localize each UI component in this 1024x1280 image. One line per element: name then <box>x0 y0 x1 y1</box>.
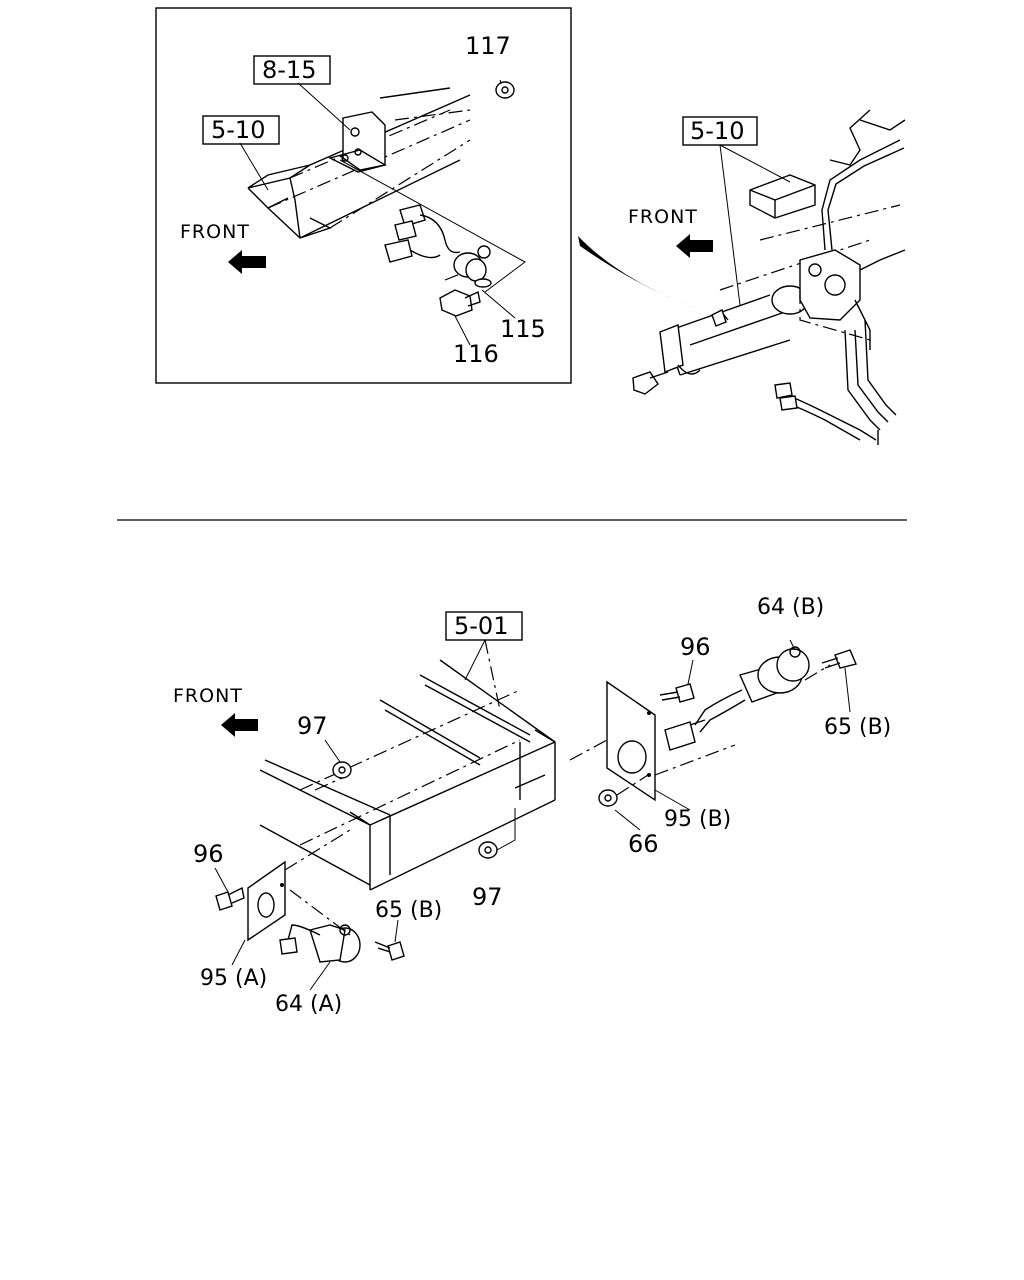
part-97-top-label: 97 <box>297 712 328 740</box>
bolt-96-right <box>659 683 695 703</box>
part-66-label: 66 <box>628 830 659 858</box>
ref-box-5-01 <box>445 611 523 641</box>
frame-5-01 <box>259 659 556 891</box>
front-arrow-main <box>676 234 713 258</box>
nut-117 <box>495 81 515 99</box>
ref-box-8-15 <box>253 55 331 85</box>
switch-64-b <box>664 646 810 751</box>
ref-box-5-10-main <box>682 116 758 146</box>
ref-box-5-10-inset <box>202 115 280 145</box>
part-95-a-label: 95 (A) <box>200 966 267 991</box>
switch-64-a <box>279 924 361 963</box>
switch-assembly <box>384 204 492 288</box>
part-95-b-label: 95 (B) <box>664 807 731 832</box>
bolt-65-b-low <box>374 941 405 961</box>
plate-95-b <box>606 680 656 802</box>
frame-rail-5-10 <box>247 87 471 239</box>
bolt-96-left <box>215 886 245 911</box>
part-64-a-label: 64 (A) <box>275 992 342 1017</box>
bracket-8-15 <box>328 111 387 173</box>
ref-5-10-main-label: 5-10 <box>690 117 744 145</box>
part-117-label: 117 <box>465 32 511 60</box>
bottom-section: 5-01 FRONT 97 96 95 (A) 64 (A) 65 (B) 97… <box>173 595 891 1017</box>
plate-95-a <box>247 860 286 942</box>
part-97-low-label: 97 <box>472 883 503 911</box>
bolt-65-b-right <box>821 649 857 669</box>
ref-5-01-label: 5-01 <box>454 612 508 640</box>
part-115-label: 115 <box>500 315 546 343</box>
front-arrow-inset <box>228 250 266 274</box>
front-label-inset: FRONT <box>180 221 250 243</box>
part-96-left-label: 96 <box>193 840 224 868</box>
ref-5-10-inset-label: 5-10 <box>211 116 265 144</box>
ref-8-15-label: 8-15 <box>262 56 316 84</box>
nut-66 <box>598 789 618 807</box>
part-64-b-label: 64 (B) <box>757 595 824 620</box>
part-65-b-low-label: 65 (B) <box>375 898 442 923</box>
inset-detail: 8-15 5-10 FRONT 117 115 116 <box>155 7 572 384</box>
main-view-top: 5-10 FRONT <box>628 109 906 445</box>
part-116-label: 116 <box>453 340 499 368</box>
front-label-bottom: FRONT <box>173 685 243 707</box>
part-96-right-label: 96 <box>680 633 711 661</box>
front-arrow-bottom <box>221 713 258 737</box>
part-65-b-right-label: 65 (B) <box>824 715 891 740</box>
bolt-116 <box>439 289 481 317</box>
nut-97-top <box>332 761 352 779</box>
nut-97-low <box>478 841 498 859</box>
inset-frame <box>155 7 572 384</box>
front-label-main: FRONT <box>628 206 698 228</box>
